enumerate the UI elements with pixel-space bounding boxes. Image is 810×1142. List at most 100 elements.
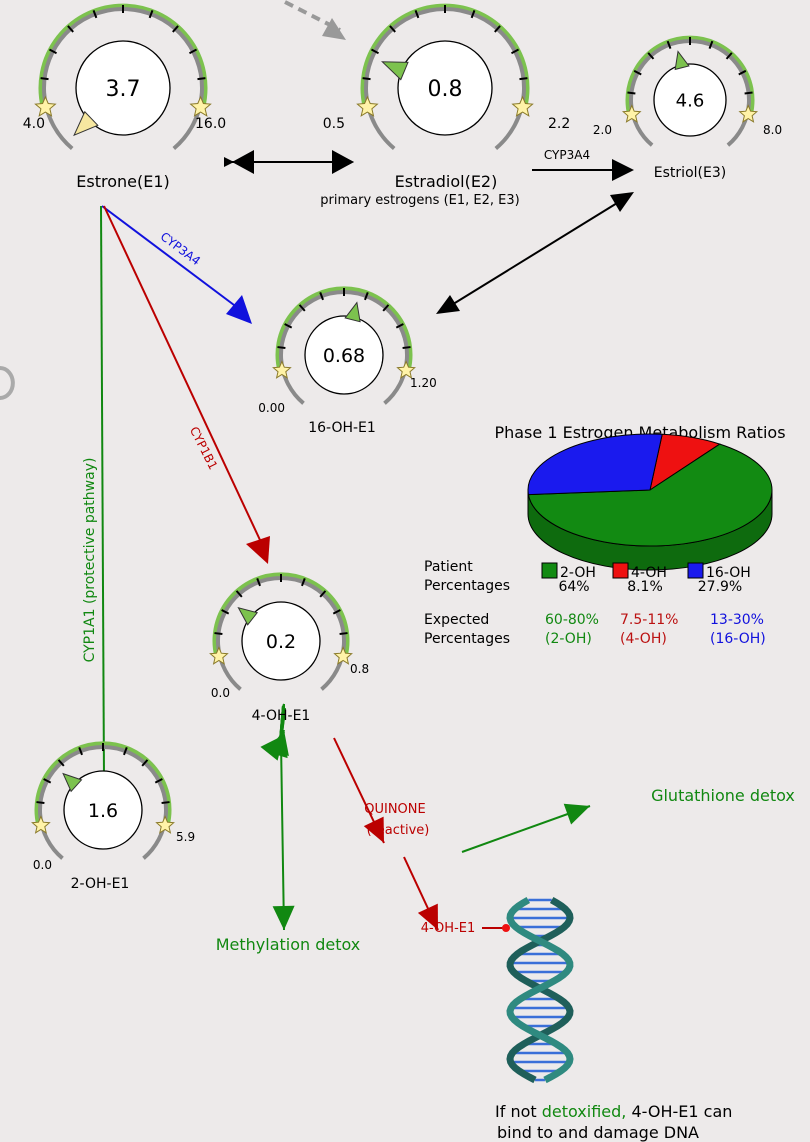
gauge-name: Estradiol(E2) — [395, 172, 498, 191]
arrow-top-dashed-head — [322, 18, 346, 40]
gauge-tick — [123, 747, 128, 756]
gauge-tick — [154, 778, 163, 784]
arrow-e1-16oh — [101, 205, 239, 309]
expected-label-2: Percentages — [424, 631, 510, 647]
arrow-4oh-to-methylation-shaft — [280, 741, 285, 931]
footer-text-a: If not — [495, 1102, 542, 1121]
gauge-tick — [141, 759, 149, 767]
gauge-tick — [725, 52, 733, 60]
gauge-tick — [519, 77, 528, 81]
gauge-tick — [221, 609, 230, 615]
gauge-pointer — [62, 772, 83, 793]
gauge-center — [397, 40, 493, 136]
gauge-tick — [319, 292, 324, 301]
gauge-name: 4-OH-E1 — [252, 708, 311, 724]
gauge-tick — [301, 578, 306, 587]
gauge-tick — [738, 69, 747, 76]
gauge-tick — [511, 48, 520, 55]
range-high-star-icon — [333, 646, 353, 665]
gauge-tick — [666, 40, 672, 49]
gauge-value: 3.7 — [106, 77, 141, 102]
gauge-tick — [647, 52, 655, 60]
range-low-star-icon — [209, 646, 229, 665]
footer-text-detoxified: detoxified, — [542, 1102, 627, 1121]
gauge-tick — [161, 801, 170, 805]
gauge-tick — [402, 346, 411, 350]
dna-adduct-label: 4-OH-E1 — [421, 921, 476, 936]
gauge-center — [241, 601, 321, 681]
gauge-high-label: 1.20 — [410, 376, 437, 390]
quinone-label: QUINONE — [364, 802, 425, 817]
gauge-tick — [214, 632, 223, 636]
gauge-tick — [389, 25, 396, 33]
legend-value-16-OH: 27.9% — [698, 579, 742, 595]
gauge-center — [304, 315, 384, 395]
cyp1a1-label: CYP1A1 (protective pathway) — [82, 458, 98, 663]
gauge-tick — [339, 632, 348, 636]
gauge-tick — [256, 578, 261, 587]
gauge-tick — [284, 323, 293, 329]
gauge-tick — [414, 10, 420, 19]
arrow-quinone-to-glutathione-head — [563, 803, 590, 825]
patient-label-1: Patient — [424, 559, 473, 575]
gauge-pointer — [381, 61, 409, 81]
legend-swatch-2-OH — [541, 562, 558, 579]
gauge-oh4: 0.20.00.84-OH-E1 — [209, 572, 369, 724]
legend-value-2-OH: 64% — [558, 579, 589, 595]
gauge-low-label: 4.0 — [23, 116, 45, 132]
gauge-tick — [364, 292, 369, 301]
gauge-tick — [92, 10, 98, 19]
gauge-value: 0.2 — [266, 631, 296, 653]
gauge-name: Estriol(E3) — [654, 165, 726, 181]
arrow-quinone-to-dna-head — [417, 903, 438, 930]
patient-label-2: Percentages — [424, 578, 510, 594]
arrow-4oh-to-methylation-head — [272, 905, 295, 930]
gauge-tick — [395, 323, 404, 329]
gauge-low-label: 0.00 — [258, 401, 285, 415]
gauge-high-label: 5.9 — [176, 830, 195, 844]
arrow-e1-2oh — [100, 205, 105, 781]
gauge-tick — [36, 801, 45, 805]
gauge-tick — [277, 346, 286, 350]
pie-slice-16-OH — [527, 433, 663, 496]
arrow-e3-16oh — [449, 199, 623, 307]
gauge-tick — [370, 48, 379, 55]
arrow-e1-16oh-head — [226, 295, 252, 324]
gauge-value: 1.6 — [88, 800, 118, 822]
footer-line-2: bind to and damage DNA — [497, 1123, 699, 1142]
expected-name-4-OH: (4-OH) — [620, 631, 667, 647]
footer-text-c: 4-OH-E1 can — [626, 1102, 732, 1121]
range-high-star-icon — [396, 360, 416, 379]
pie-title: Phase 1 Estrogen Metabolism Ratios — [494, 423, 785, 442]
gauge-low-label: 0.0 — [33, 858, 52, 872]
arrow-e2-e3-head — [612, 159, 634, 181]
legend-name-2-OH: 2-OH — [560, 565, 596, 581]
expected-range-2-OH: 60-80% — [545, 612, 599, 628]
range-high-star-icon — [155, 815, 175, 834]
gauge-pointer — [73, 110, 99, 137]
gauge-tick — [319, 590, 327, 598]
cropped-edge-arc — [0, 366, 15, 400]
range-low-star-icon — [621, 104, 642, 123]
gauge-tick — [57, 759, 65, 767]
gauge-oh2: 1.60.05.92-OH-E1 — [31, 741, 195, 892]
expected-range-16-OH: 13-30% — [710, 612, 764, 628]
gauge-tick — [78, 747, 83, 756]
gauge-tick — [235, 590, 243, 598]
legend-swatch-4-OH — [612, 562, 629, 579]
range-low-star-icon — [272, 360, 292, 379]
gauge-value: 0.8 — [428, 77, 463, 102]
legend-name-16-OH: 16-OH — [706, 565, 751, 581]
expected-name-16-OH: (16-OH) — [710, 631, 766, 647]
dna-pointer-dot — [502, 924, 510, 932]
gauge-high-label: 2.2 — [548, 116, 570, 132]
gauge-tick — [298, 304, 306, 312]
gauge-tick — [148, 10, 154, 19]
gauge-name: 16-OH-E1 — [308, 420, 376, 436]
gauge-tick — [40, 77, 49, 81]
gauge-center — [75, 40, 171, 136]
range-low-star-icon — [34, 95, 57, 117]
legend-name-4-OH: 4-OH — [631, 565, 667, 581]
